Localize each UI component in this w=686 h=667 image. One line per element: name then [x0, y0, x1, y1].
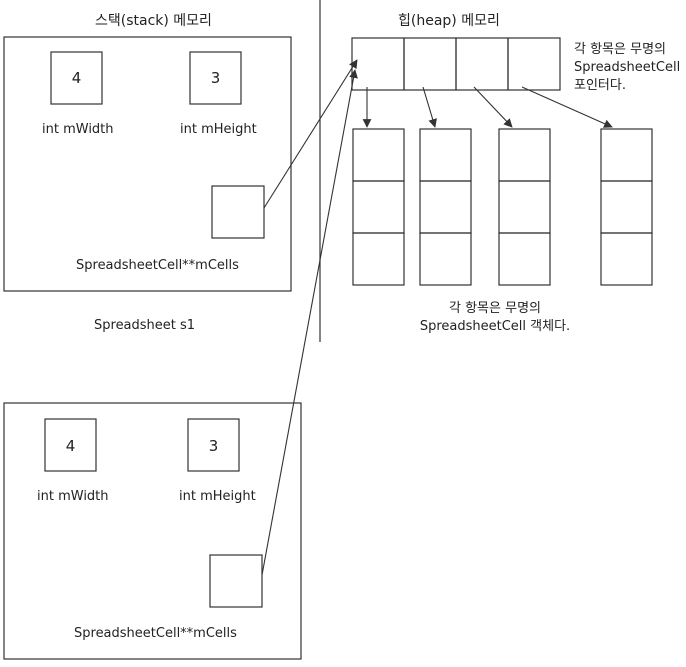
cell-object	[419, 232, 472, 286]
cells-pointer-box-2	[209, 554, 263, 608]
width-value-2: 4	[65, 437, 76, 455]
pointer-slot	[403, 37, 457, 91]
stack-frame-1	[3, 36, 292, 292]
stack-frame-2	[3, 402, 302, 660]
cell-object	[600, 128, 653, 182]
cell-objects-note: 각 항목은 무명의 SpreadsheetCell 객체다.	[405, 300, 585, 336]
height-label-1: int mHeight	[180, 122, 257, 137]
width-box-2	[44, 418, 97, 472]
pointer-arrow	[422, 86, 437, 128]
cell-column	[352, 128, 405, 286]
cell-column	[419, 128, 472, 286]
height-box-2	[187, 418, 240, 472]
heap-memory-title: 힙(heap) 메모리	[398, 13, 500, 29]
note-line: 포인터다.	[574, 78, 626, 93]
pointer-array-note: 각 항목은 무명의 SpreadsheetCell 포인터다.	[574, 41, 680, 95]
height-value-2: 3	[208, 437, 219, 455]
cells-label-1: SpreadsheetCell**mCells	[76, 258, 239, 273]
pointer-slot	[455, 37, 509, 91]
cell-object	[352, 232, 405, 286]
note-line: SpreadsheetCell 객체다.	[419, 319, 571, 334]
pointer-arrow	[473, 86, 513, 128]
height-box-1	[189, 51, 242, 105]
cell-object	[419, 180, 472, 234]
mcells-arrow-2	[261, 69, 358, 576]
cell-object	[600, 180, 653, 234]
cells-label-2: SpreadsheetCell**mCells	[74, 626, 237, 641]
note-line: SpreadsheetCell	[574, 60, 681, 75]
cell-object	[498, 128, 551, 182]
cell-object	[498, 232, 551, 286]
note-line: 각 항목은 무명의	[574, 42, 666, 57]
cell-object	[600, 232, 653, 286]
stack-memory-title: 스택(stack) 메모리	[95, 13, 212, 29]
pointer-array	[351, 37, 561, 91]
cell-object	[419, 128, 472, 182]
width-value-1: 4	[71, 69, 82, 87]
pointer-arrow	[521, 86, 613, 128]
mcells-arrow-1	[263, 59, 358, 209]
cells-pointer-box-1	[211, 185, 265, 239]
cell-column	[600, 128, 653, 286]
cell-column	[498, 128, 551, 286]
height-label-2: int mHeight	[179, 489, 256, 504]
cell-object	[498, 180, 551, 234]
pointer-slot	[507, 37, 561, 91]
height-value-1: 3	[210, 69, 221, 87]
width-label-2: int mWidth	[37, 489, 109, 504]
cell-object	[352, 180, 405, 234]
cell-object	[352, 128, 405, 182]
width-label-1: int mWidth	[42, 122, 114, 137]
pointer-slot	[351, 37, 405, 91]
note-line: 각 항목은 무명의	[449, 301, 541, 316]
object-caption-1: Spreadsheet s1	[94, 318, 196, 333]
width-box-1	[50, 51, 103, 105]
